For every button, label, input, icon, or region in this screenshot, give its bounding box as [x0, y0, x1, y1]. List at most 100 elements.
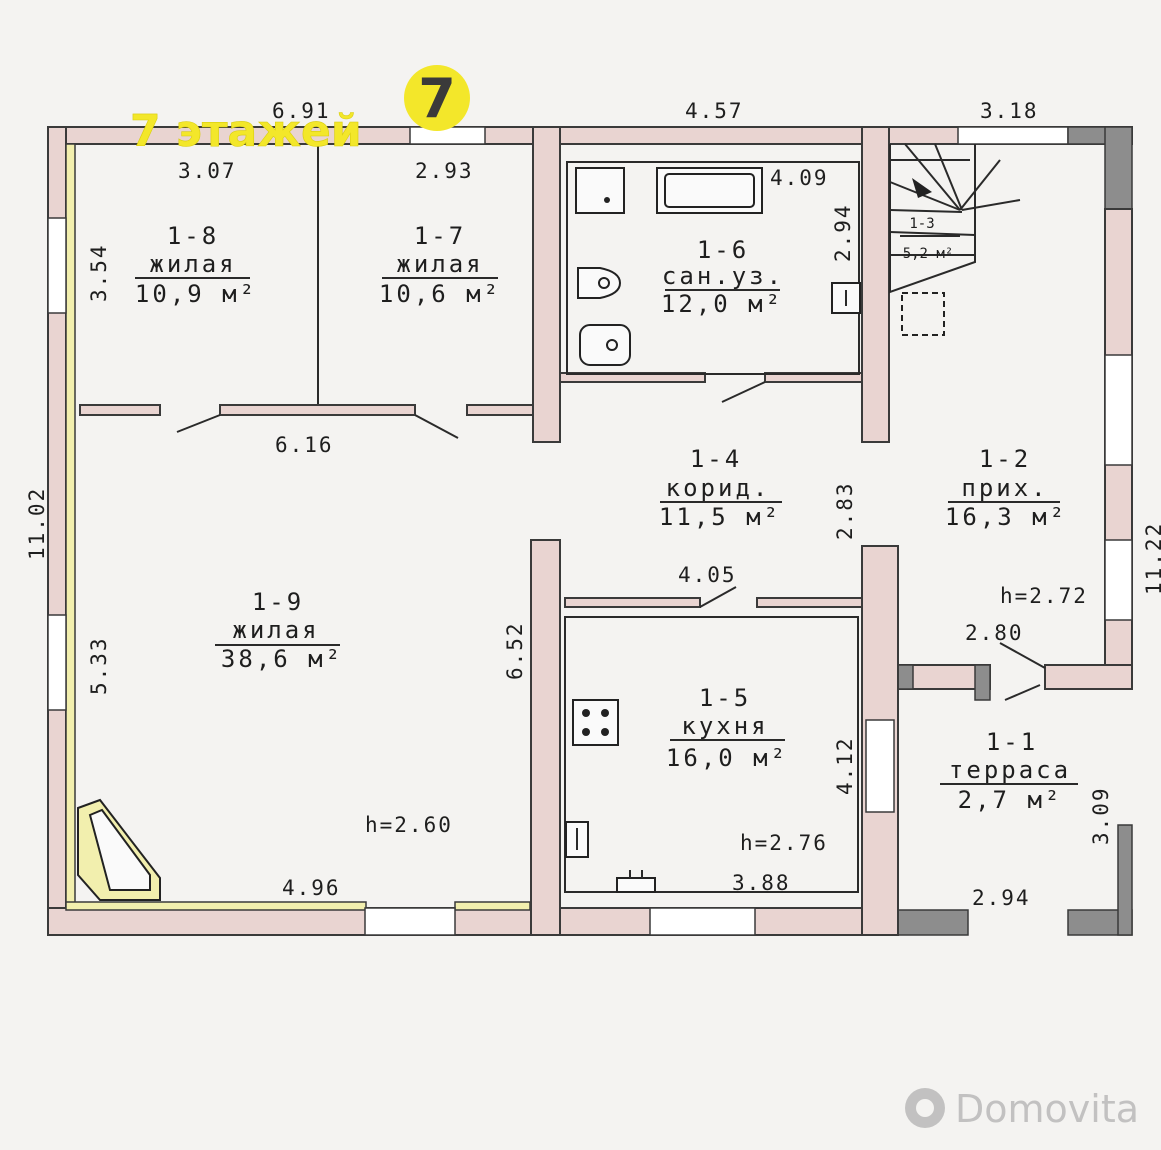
- room-1-6: 1-6 сан.уз. 12,0 м²: [661, 236, 784, 318]
- watermark: Domovita: [905, 1087, 1139, 1131]
- door-swing-hall: [999, 642, 1046, 669]
- wall-bottom-inner-yellow: [65, 901, 367, 911]
- dim-left-total: 11.02: [25, 487, 49, 560]
- dim-bath-width: 4.09: [770, 166, 829, 190]
- wall-bed-center-bottom: [219, 404, 416, 416]
- bidet: [579, 324, 631, 366]
- window-top-right: [957, 126, 1069, 145]
- terrace-edge-left: [897, 909, 969, 936]
- room-name: кухня: [681, 712, 768, 740]
- room-number: 1-3: [909, 216, 934, 232]
- wall-kitchen-top-left: [564, 597, 701, 608]
- dim-terrace-bottom: 2.94: [972, 886, 1031, 910]
- dim-room17-width: 2.93: [415, 159, 474, 183]
- dim-left-upper: 3.54: [87, 243, 111, 302]
- room-1-7: 1-7 жилая 10,6 м²: [379, 222, 501, 308]
- brand-badge-text: 7 этажей: [130, 106, 362, 157]
- wall-left-inner-yellow: [65, 143, 76, 915]
- wall-bottom-inner-yellow-2: [454, 901, 531, 911]
- window-left-upper: [47, 217, 67, 314]
- room-name: корид.: [666, 474, 771, 502]
- brand-logo-number: 7: [418, 67, 456, 130]
- dim-living-bottom: 4.96: [282, 876, 341, 900]
- kitchen-radiator: [616, 870, 656, 893]
- watermark-text: Domovita: [955, 1087, 1139, 1131]
- room-number: 1-4: [690, 445, 742, 473]
- window-bottom-kitchen: [649, 907, 756, 936]
- dim-kitchen-height: 4.12: [833, 736, 857, 795]
- room-1-4: 1-4 корид. 11,5 м²: [659, 445, 782, 531]
- room-area: 38,6 м²: [221, 645, 343, 673]
- dim-left-lower: 5.33: [87, 636, 111, 695]
- wall-kitchen-top-right: [756, 597, 863, 608]
- room-name: прих.: [961, 474, 1048, 502]
- window-right-hall-2: [1104, 539, 1133, 621]
- bath-inner-outline: [566, 161, 860, 375]
- dim-top-mid: 4.57: [685, 99, 744, 123]
- room-area: 10,6 м²: [379, 280, 501, 308]
- room-area: 10,9 м²: [135, 280, 257, 308]
- kitchen-inner-outline: [564, 616, 859, 893]
- dim-corridor-height: 2.83: [833, 481, 857, 540]
- wall-corner-right: [1104, 126, 1133, 210]
- door-swing-bed7: [414, 414, 459, 439]
- ceiling-height-living: h=2.60: [365, 813, 453, 837]
- room-area: 11,5 м²: [659, 503, 781, 531]
- room-number: 1-2: [979, 445, 1031, 473]
- room-number: 1-7: [414, 222, 466, 250]
- room-area: 2,7 м²: [958, 786, 1063, 814]
- fireplace: [77, 798, 161, 901]
- room-1-8: 1-8 жилая 10,9 м²: [135, 222, 257, 308]
- staircase: [889, 143, 1021, 336]
- room-number: 1-9: [252, 588, 304, 616]
- room-area: 5,2 м²: [903, 246, 954, 262]
- wall-bath-stair: [861, 126, 890, 443]
- room-number: 1-5: [699, 684, 751, 712]
- room-name: сан.уз.: [662, 262, 784, 290]
- dim-kitchen-width: 4.05: [678, 563, 737, 587]
- dim-terrace-height: 3.09: [1089, 786, 1113, 845]
- wall-bedrooms-bath: [532, 126, 561, 443]
- wall-hall-bottom-right: [1044, 664, 1133, 690]
- room-number: 1-8: [167, 222, 219, 250]
- room-1-3: 1-3 5,2 м²: [900, 216, 960, 262]
- wall-bed7-bottom: [466, 404, 534, 416]
- brand-logo-circle: [404, 65, 470, 131]
- dim-hall-door: 2.80: [965, 621, 1024, 645]
- door-swing-terrace: [1004, 684, 1041, 701]
- room-name: терраса: [949, 756, 1071, 784]
- window-right-hall: [1104, 354, 1133, 466]
- toilet: [577, 267, 622, 299]
- ceiling-height-kitchen: h=2.76: [740, 831, 828, 855]
- room-1-5: 1-5 кухня 16,0 м²: [666, 684, 785, 772]
- room-name: жилая: [232, 616, 319, 644]
- door-swing-bath: [721, 381, 766, 403]
- window-bottom-living: [364, 907, 456, 936]
- terrace-post-right: [1117, 824, 1133, 936]
- ceiling-height-hall: h=2.72: [1000, 584, 1088, 608]
- dim-living-height: 6.52: [503, 621, 527, 680]
- dim-kitchen-bottom: 3.88: [732, 871, 791, 895]
- room-number: 1-1: [986, 728, 1038, 756]
- room-name: жилая: [149, 250, 236, 278]
- washbasin-drain: [604, 197, 610, 203]
- brand-badge: 7 этажей 7: [130, 65, 470, 157]
- room-1-1: 1-1 терраса 2,7 м²: [940, 728, 1078, 814]
- wall-hall-jamb: [974, 664, 991, 701]
- room-1-9: 1-9 жилая 38,6 м²: [215, 588, 343, 673]
- room-1-2: 1-2 прих. 16,3 м²: [945, 445, 1067, 531]
- washbasin: [575, 167, 625, 214]
- room-area: 16,3 м²: [945, 503, 1067, 531]
- window-kitchen-side: [865, 719, 895, 813]
- dim-top-right: 3.18: [980, 99, 1039, 123]
- dim-room18-width: 3.07: [178, 159, 237, 183]
- door-swing-bed8: [176, 414, 221, 433]
- dim-bath-height: 2.94: [831, 203, 855, 262]
- dim-right-total: 11.22: [1142, 522, 1161, 595]
- window-left-lower: [47, 614, 67, 711]
- room-area: 12,0 м²: [661, 290, 783, 318]
- dim-top-left: 6.91: [272, 99, 331, 123]
- bathtub: [656, 167, 763, 214]
- dim-616: 6.16: [275, 433, 334, 457]
